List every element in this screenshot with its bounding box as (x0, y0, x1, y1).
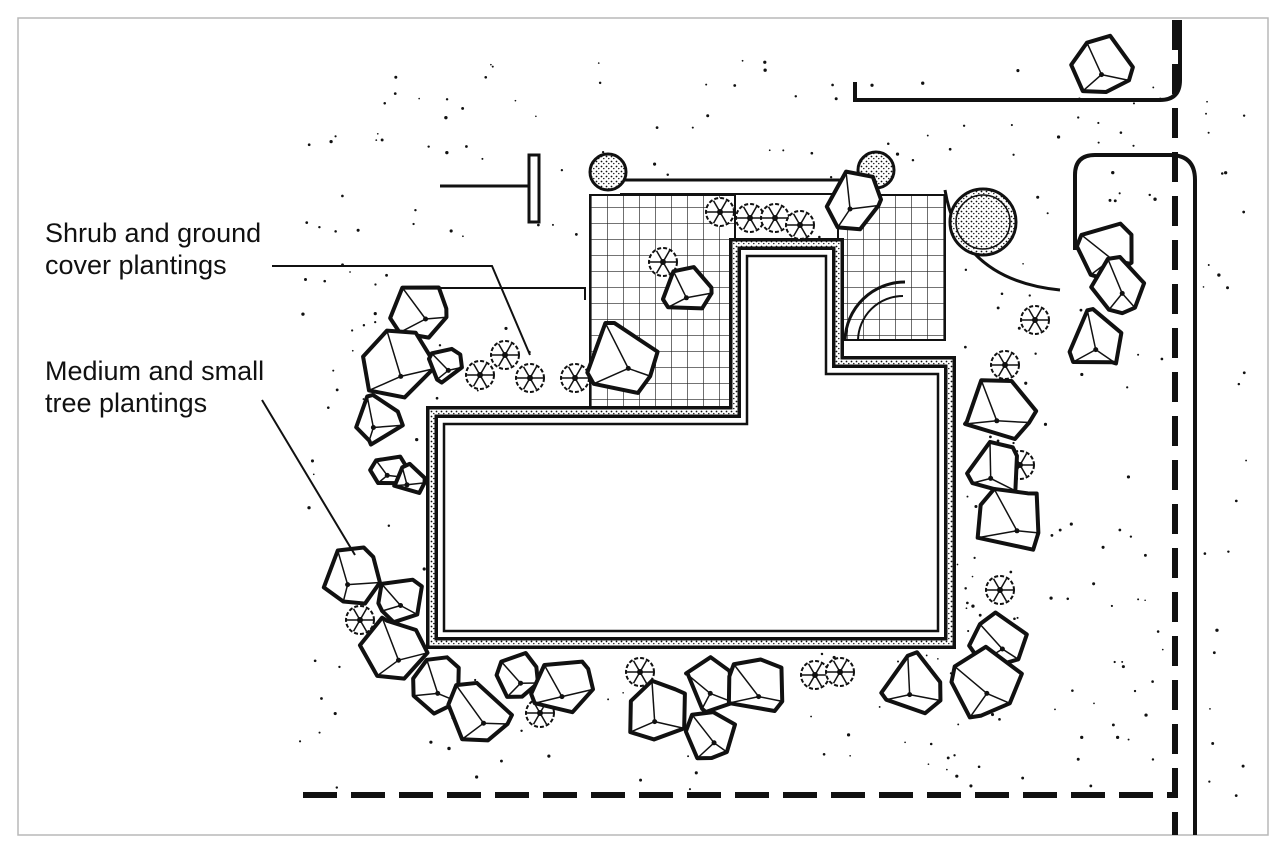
tree-icon (628, 678, 687, 742)
label-line: cover plantings (45, 250, 227, 280)
tree-icon (1067, 307, 1124, 366)
label-tree-plantings: Medium and small tree plantings (45, 355, 264, 419)
tree-icon (494, 650, 541, 699)
leader-line-shrub (272, 265, 531, 356)
curb-right (1073, 153, 1197, 835)
label-shrub-plantings: Shrub and ground cover plantings (45, 217, 261, 281)
tree-icon (1089, 254, 1147, 316)
tree-icon (879, 650, 943, 716)
shrub-icon (985, 575, 1015, 605)
label-line: Medium and small (45, 356, 265, 386)
tree-icon (726, 657, 785, 713)
tree-icon (585, 320, 660, 395)
shrub-icon (648, 247, 678, 277)
shrub-icon (515, 363, 545, 393)
birdbath (948, 187, 1018, 257)
walk-curve (943, 189, 1061, 292)
shrub-icon (785, 210, 815, 240)
shrub-icon (735, 203, 765, 233)
tree-icon (354, 392, 405, 447)
shrub-icon (1020, 305, 1050, 335)
shrub-icon (705, 197, 735, 227)
frame-border (17, 17, 1269, 836)
tree-icon (321, 545, 382, 606)
tree-icon (963, 378, 1039, 441)
shrub-icon (990, 350, 1020, 380)
tree-icon (529, 659, 596, 715)
tree-icon (357, 615, 430, 681)
tree-icon (683, 710, 738, 761)
tree-icon (411, 655, 461, 716)
shrub-icon (760, 203, 790, 233)
shrub-icon (490, 340, 520, 370)
label-line: tree plantings (45, 388, 208, 418)
shrub-icon (345, 605, 375, 635)
tree-icon (824, 169, 884, 232)
tree-icon (426, 346, 464, 385)
tree-icon (1069, 33, 1135, 95)
shrub-icon (825, 657, 855, 687)
curb-top (853, 20, 1182, 102)
planter-left (588, 152, 628, 192)
post (527, 153, 541, 224)
tree-icon (392, 461, 427, 495)
label-line: Shrub and ground (45, 218, 262, 248)
tree-icon (684, 655, 736, 714)
tree-icon (376, 577, 424, 625)
shrub-icon (800, 660, 830, 690)
tree-icon (975, 486, 1041, 552)
tree-icon (361, 328, 436, 400)
shrub-icon (465, 360, 495, 390)
patio-arc (843, 280, 906, 341)
tree-icon (446, 680, 514, 743)
shrub-icon (625, 657, 655, 687)
tree-plantings (321, 33, 1147, 761)
leader-line-tree (261, 399, 356, 556)
tree-icon (660, 265, 714, 311)
tree-icon (949, 644, 1024, 720)
shrub-icon (560, 363, 590, 393)
tree-icon (965, 439, 1019, 496)
